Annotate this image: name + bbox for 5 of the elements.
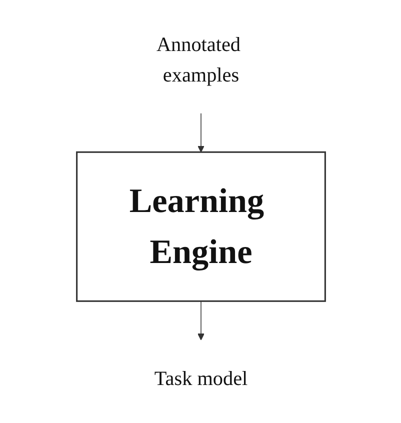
arrow [197, 112, 204, 152]
node-box: Learning Engine [76, 151, 326, 302]
node-text: Task model [154, 367, 248, 390]
arrow [197, 300, 204, 340]
node-text: Annotated examples [156, 33, 240, 86]
